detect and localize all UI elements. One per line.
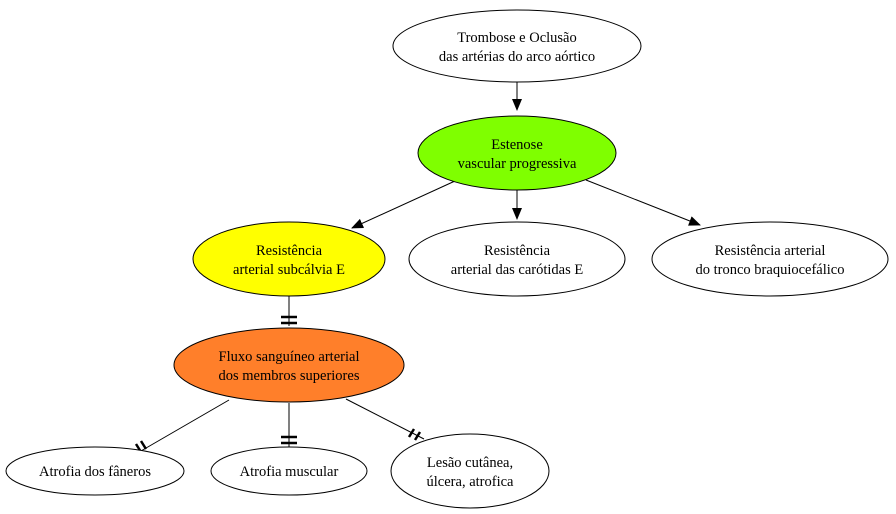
node-tronco-line2: do tronco braquiocefálico [696,262,845,278]
node-subclavia[interactable]: Resistência arterial subcálvia E [192,221,386,297]
node-estenose-line1: Estenose [491,137,543,153]
node-faneros-shape [5,446,185,496]
node-carotidas-line1: Resistência [484,243,551,259]
node-trombose[interactable]: Trombose e Oclusão das artérias do arco … [392,9,642,83]
node-tronco-line1: Resistência arterial [715,243,826,259]
edge-estenose-subclavia [351,180,456,229]
node-muscular-line1: Atrofia muscular [240,464,339,480]
node-trombose-line2: das artérias do arco aórtico [439,49,595,65]
node-carotidas-shape [408,221,626,297]
edge-estenose-tronco [585,179,701,226]
node-carotidas-line2: arterial das carótidas E [451,262,584,278]
node-subclavia-line1: Resistência [256,243,323,259]
node-tronco[interactable]: Resistência arterial do tronco braquioce… [651,221,889,297]
node-estenose-shape [417,115,617,191]
node-lesao[interactable]: Lesão cutânea, úlcera, atrofica [390,433,550,509]
node-trombose-line1: Trombose e Oclusão [457,30,576,46]
node-faneros[interactable]: Atrofia dos fâneros [5,446,185,496]
edge-fluxo-faneros [133,399,230,456]
node-lesao-line1: Lesão cutânea, [427,455,513,471]
node-lesao-shape [390,433,550,509]
node-estenose-line2: vascular progressiva [458,156,577,172]
node-estenose[interactable]: Estenose vascular progressiva [417,115,617,191]
edges [133,82,701,456]
node-faneros-line1: Atrofia dos fâneros [39,464,151,480]
node-lesao-line2: úlcera, atrofica [427,474,515,490]
node-muscular-shape [210,446,368,496]
node-trombose-shape [392,9,642,83]
node-subclavia-shape [192,221,386,297]
edge-subclavia-fluxo [281,296,297,326]
node-fluxo-line2: dos membros superiores [219,368,360,384]
node-fluxo-line1: Fluxo sanguíneo arterial [219,349,360,365]
node-subclavia-line2: arterial subcálvia E [233,262,345,278]
edge-fluxo-muscular [281,403,297,447]
node-tronco-shape [651,221,889,297]
node-muscular[interactable]: Atrofia muscular [210,446,368,496]
node-carotidas[interactable]: Resistência arterial das carótidas E [408,221,626,297]
node-fluxo[interactable]: Fluxo sanguíneo arterial dos membros sup… [173,327,405,403]
edge-fluxo-lesao [345,398,425,441]
node-fluxo-shape [173,327,405,403]
